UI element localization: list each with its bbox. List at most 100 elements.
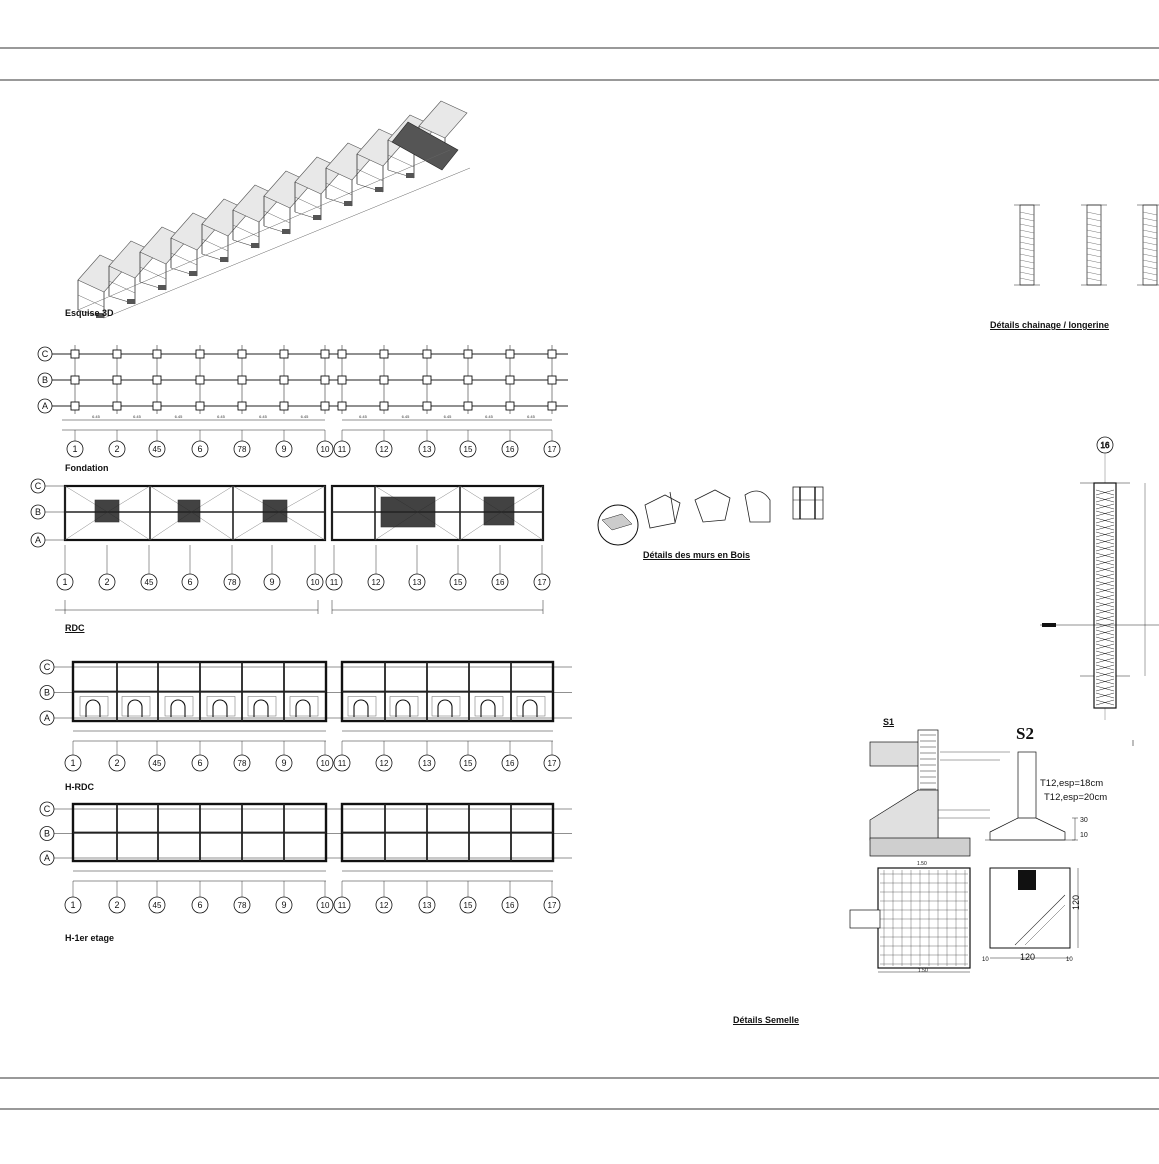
- svg-text:12: 12: [380, 759, 389, 768]
- room-outline: [79, 696, 109, 717]
- axis-bubble-12: 12: [375, 754, 393, 772]
- wood-joint-4: [744, 490, 771, 523]
- svg-text:45: 45: [153, 445, 162, 454]
- svg-text:6: 6: [187, 577, 192, 587]
- axis-bubble-16: 16: [491, 573, 509, 591]
- footing-pad: [422, 401, 432, 411]
- axis-bubble-78: 78: [223, 573, 241, 591]
- row-bubble-A: A: [37, 398, 53, 414]
- footing-pad: [152, 401, 162, 411]
- row-bubble-C: C: [30, 478, 46, 494]
- svg-text:B: B: [44, 829, 50, 839]
- svg-text:11: 11: [338, 759, 347, 768]
- room-outline: [474, 696, 504, 717]
- svg-text:78: 78: [238, 445, 247, 454]
- axis-bubble-15: 15: [459, 896, 477, 914]
- row-bubble-B: B: [37, 372, 53, 388]
- footing-pad: [112, 375, 122, 385]
- semelle-details: [849, 729, 1079, 973]
- footing-pad: [337, 401, 347, 411]
- footing-pad: [70, 401, 80, 411]
- row-bubble-B: B: [39, 826, 55, 841]
- svg-text:13: 13: [423, 445, 432, 454]
- footing-pad: [547, 375, 557, 385]
- room-outline: [164, 696, 194, 717]
- footing-pad: [463, 401, 473, 411]
- footing-pad: [422, 349, 432, 359]
- chainage-section-3: [1142, 204, 1158, 286]
- door-arch: [212, 699, 228, 717]
- axis-bubble-13: 13: [418, 754, 436, 772]
- footing-block: [282, 229, 290, 234]
- dim-150-top: 1.50: [917, 861, 927, 867]
- footing-pad: [505, 375, 515, 385]
- dim-30: 30: [1080, 817, 1088, 824]
- dim-150-bottom: 1.50: [918, 968, 928, 974]
- svg-text:12: 12: [380, 901, 389, 910]
- svg-text:11: 11: [338, 901, 347, 910]
- stair-hatch: [262, 499, 288, 523]
- svg-text:6: 6: [197, 900, 202, 910]
- room-outline: [347, 696, 377, 717]
- axis-bubble-column: 16: [1096, 436, 1114, 454]
- svg-text:78: 78: [238, 759, 247, 768]
- svg-text:16: 16: [506, 901, 515, 910]
- sheet-border: [0, 47, 1159, 1110]
- svg-text:A: A: [42, 401, 48, 411]
- svg-text:B: B: [35, 507, 41, 517]
- axis-bubble-11: 11: [333, 754, 351, 772]
- axis-bubble-15: 15: [459, 754, 477, 772]
- axis-bubble-16: 16: [501, 440, 519, 458]
- axis-bubble-6: 6: [191, 754, 209, 772]
- svg-text:16: 16: [506, 759, 515, 768]
- footing-pad: [337, 349, 347, 359]
- svg-text:45: 45: [145, 578, 154, 587]
- door-arch: [85, 699, 101, 717]
- axis-bubble-16: 16: [501, 896, 519, 914]
- axis-bubble-17: 17: [533, 573, 551, 591]
- svg-text:2: 2: [114, 758, 119, 768]
- axis-bubble-1: 1: [64, 754, 82, 772]
- door-arch: [480, 699, 496, 717]
- room-outline: [206, 696, 236, 717]
- svg-text:16: 16: [1101, 441, 1110, 450]
- axis-bubble-11: 11: [325, 573, 343, 591]
- svg-text:6.45: 6.45: [359, 414, 368, 419]
- svg-text:9: 9: [281, 758, 286, 768]
- caption-h-rdc: H-RDC: [65, 782, 94, 792]
- svg-text:9: 9: [269, 577, 274, 587]
- footing-pad: [237, 349, 247, 359]
- axis-bubble-78: 78: [233, 440, 251, 458]
- svg-text:13: 13: [423, 901, 432, 910]
- svg-text:6.45: 6.45: [485, 414, 494, 419]
- svg-text:16: 16: [496, 578, 505, 587]
- footing-pad: [112, 349, 122, 359]
- svg-text:78: 78: [228, 578, 237, 587]
- axis-bubble-9: 9: [263, 573, 281, 591]
- label-s1: S1: [883, 717, 895, 727]
- axis-bubble-12: 12: [375, 440, 393, 458]
- footing-pad: [379, 401, 389, 411]
- door-arch: [522, 699, 538, 717]
- column-elevation: 16: [1040, 436, 1159, 746]
- axis-bubble-15: 15: [449, 573, 467, 591]
- axis-bubble-2: 2: [98, 573, 116, 591]
- svg-text:6.45: 6.45: [175, 414, 184, 419]
- svg-text:6.45: 6.45: [527, 414, 536, 419]
- axis-bubble-6: 6: [191, 440, 209, 458]
- footing-pad: [70, 349, 80, 359]
- room-outline: [289, 696, 319, 717]
- footing-block: [158, 285, 166, 290]
- axis-bubble-45: 45: [148, 754, 166, 772]
- wood-joint-1: [601, 513, 633, 531]
- axis-bubble-10: 10: [316, 440, 334, 458]
- caption-semelle: Détails Semelle: [733, 1015, 800, 1025]
- dim-10: 10: [1080, 832, 1088, 839]
- axis-bubble-10: 10: [316, 754, 334, 772]
- row-bubble-C: C: [39, 659, 55, 675]
- footing-pad: [279, 401, 289, 411]
